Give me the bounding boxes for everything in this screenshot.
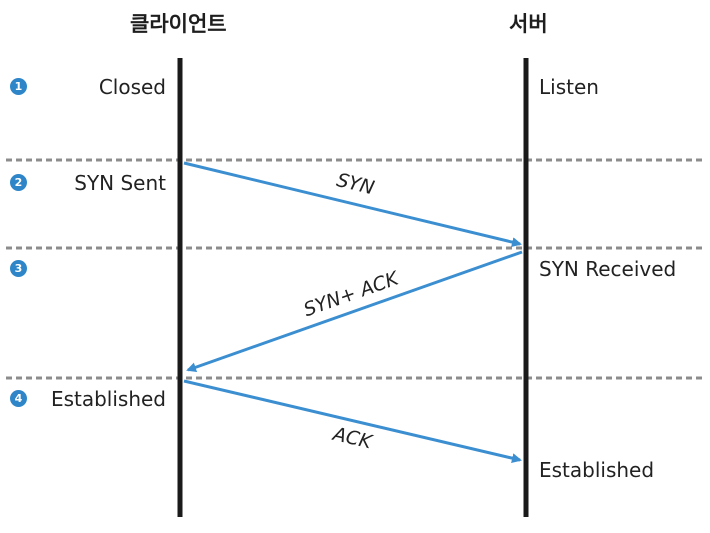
client-state-syn-sent: SYN Sent (74, 171, 166, 195)
server-header: 서버 (509, 12, 548, 36)
server-state-syn-received: SYN Received (539, 257, 677, 281)
step-badge-4: 4 (10, 390, 27, 407)
ack-arrow (183, 379, 522, 464)
syn-label: SYN (334, 169, 376, 199)
server-state-listen: Listen (539, 75, 599, 99)
client-header: 클라이언트 (130, 12, 227, 36)
step-badge-2: 2 (10, 174, 27, 191)
step-badge-3: 3 (10, 260, 27, 277)
step-badge-1: 1 (10, 78, 27, 95)
server-state-established: Established (539, 458, 655, 482)
ack-label: ACK (329, 423, 375, 454)
client-state-closed: Closed (98, 75, 166, 99)
syn-arrow (183, 161, 522, 247)
syn-ack-arrow (186, 250, 523, 373)
client-state-established: Established (50, 387, 166, 411)
